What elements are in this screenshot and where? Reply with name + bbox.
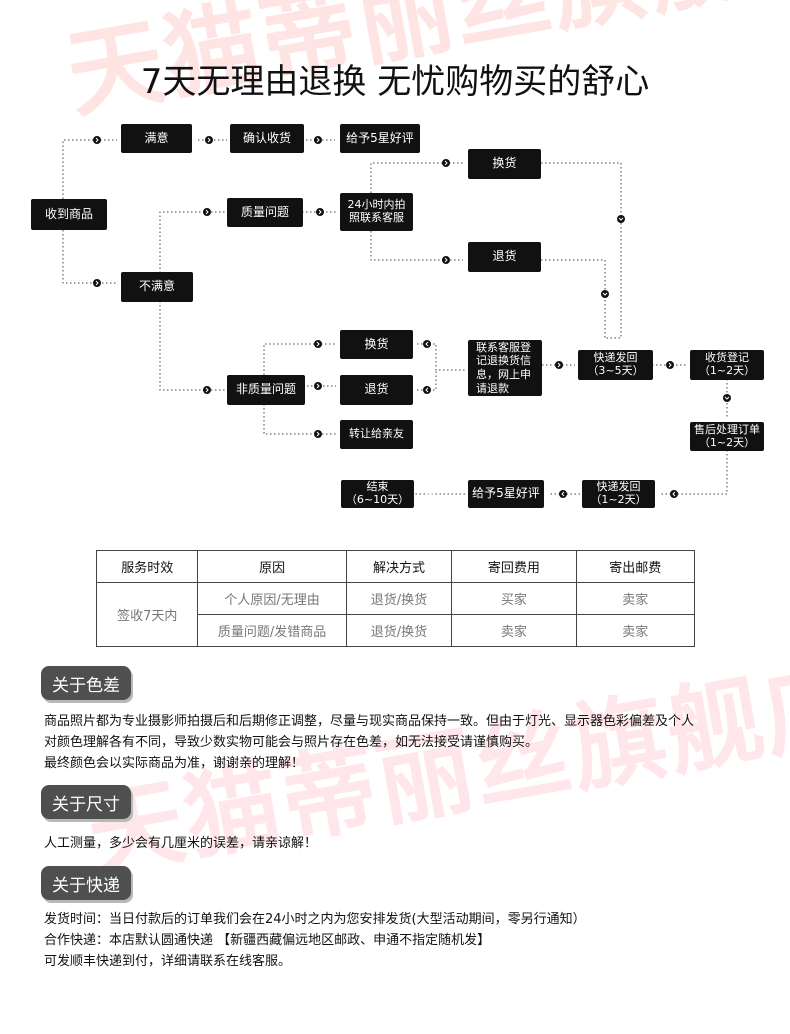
section-badge-shipping: 关于快递 (41, 866, 131, 900)
arrow-dot-icon (205, 136, 213, 144)
connector-dissatisfied-quality (159, 211, 225, 273)
table-cell-return-fee: 卖家 (451, 614, 577, 647)
node-exchange-top: 换货 (468, 149, 541, 179)
shipping-description-line: 合作快递：本店默认圆通快递 【新疆西藏偏远地区邮政、申通不指定随机发】 (44, 933, 491, 949)
color-description: 商品照片都为专业摄影师拍摄后和后期修正调整，尽量与现实商品保持一致。但由于灯光、… (44, 711, 754, 774)
node-after-sale-order: 售后处理订单 （1~2天） (690, 422, 764, 451)
arrow-dot-icon (670, 490, 678, 498)
arrow-dot-icon (423, 386, 431, 394)
arrow-dot-icon (314, 430, 322, 438)
table-header-return-fee: 寄回费用 (451, 550, 577, 583)
node-five-star-bottom: 给予5星好评 (468, 480, 544, 508)
shipping-description-line: 可发顺丰快递到付，详细请联系在线客服。 (44, 954, 292, 970)
connector-contact-return-top (370, 231, 463, 261)
node-non-quality-issue: 非质量问题 (227, 375, 305, 405)
arrow-dot-icon (723, 394, 731, 402)
arrow-dot-icon (601, 290, 609, 298)
arrow-dot-icon (93, 279, 101, 287)
color-description-line: 对颜色理解各有不同，导致少数实物可能会与照片存在色差，如无法接受请谨慎购买。 (44, 735, 539, 751)
connector-receive-satisfied (62, 139, 117, 199)
arrow-dot-icon (314, 136, 322, 144)
node-return-mid: 退货 (340, 375, 413, 405)
node-satisfied: 满意 (121, 124, 192, 153)
table-row: 签收7天内 个人原因/无理由 退货/换货 买家 卖家 (95, 582, 696, 647)
arrow-dot-icon (203, 208, 211, 216)
table-header-reason: 原因 (197, 550, 347, 583)
table-cell-shipping-fee: 卖家 (575, 614, 696, 647)
arrow-dot-icon (314, 382, 322, 390)
shipping-description-line: 发货时间：当日付款后的订单我们会在24小时之内为您安排发货(大型活动期间，零另行… (44, 912, 586, 927)
table-cell-solution: 退货/换货 (345, 582, 453, 615)
table-row: 质量问题/发错商品 退货/换货 卖家 卖家 (97, 614, 696, 647)
arrow-dot-icon (423, 340, 431, 348)
color-description-line: 商品照片都为专业摄影师拍摄后和后期修正调整，尽量与现实商品保持一致。但由于灯光、… (44, 714, 695, 729)
section-badge-color: 关于色差 (41, 666, 131, 700)
table-cell-solution: 退货/换货 (345, 614, 453, 647)
arrow-dot-icon (666, 361, 674, 369)
arrow-dot-icon (93, 136, 101, 144)
node-quality-issue: 质量问题 (227, 198, 303, 227)
arrow-dot-icon (442, 256, 450, 264)
connector-nonquality-exchange-mid (263, 343, 337, 375)
size-description-line: 人工测量，多少会有几厘米的误差，请亲谅解！ (44, 836, 318, 851)
node-receipt-register: 收货登记 （1~2天） (690, 350, 764, 380)
arrow-dot-icon (314, 340, 322, 348)
table-header-service-time: 服务时效 (95, 550, 199, 583)
section-badge-size: 关于尺寸 (41, 785, 131, 819)
table-cell-shipping-fee: 卖家 (575, 582, 696, 615)
size-description: 人工测量，多少会有几厘米的误差，请亲谅解！ (44, 833, 754, 854)
arrow-dot-icon (316, 208, 324, 216)
arrow-dot-icon (559, 490, 567, 498)
table-cell-service-time: 签收7天内 (95, 582, 199, 647)
node-express-1-2: 快递发回 （1~2天） (582, 480, 655, 508)
node-end: 结束 （6~10天） (341, 480, 414, 508)
node-register-service: 联系客服登 记退换货信 息，网上申 请退款 (468, 340, 542, 396)
node-contact-service: 24小时内拍 照联系客服 (340, 193, 413, 231)
node-receive-product: 收到商品 (31, 199, 107, 230)
node-five-star-top: 给予5星好评 (340, 124, 420, 153)
arrow-dot-icon (555, 361, 563, 369)
shipping-description: 发货时间：当日付款后的订单我们会在24小时之内为您安排发货(大型活动期间，零另行… (44, 909, 754, 972)
node-return-top: 退货 (468, 242, 541, 272)
service-table: 服务时效 原因 解决方式 寄回费用 寄出邮费 签收7天内 个人原因/无理由 退货… (95, 550, 696, 647)
table-header-shipping-fee: 寄出邮费 (575, 550, 696, 583)
arrow-dot-icon (442, 159, 450, 167)
arrow-dot-icon (203, 386, 211, 394)
connector-contact-exchange-top (370, 162, 463, 193)
connector-dissatisfied-nonquality (159, 301, 225, 391)
table-cell-reason: 个人原因/无理由 (197, 582, 347, 615)
node-exchange-mid: 换货 (340, 330, 413, 359)
table-cell-return-fee: 买家 (451, 582, 577, 615)
node-transfer-friend: 转让给亲友 (340, 420, 413, 449)
connector-nonquality-transfer (263, 404, 337, 435)
connector-exchange-mid-register (417, 343, 465, 371)
color-description-line: 最终颜色会以实际商品为准，谢谢亲的理解！ (44, 756, 305, 772)
connector-return-top-down (541, 259, 606, 338)
table-header-solution: 解决方式 (345, 550, 453, 583)
node-dissatisfied: 不满意 (121, 272, 193, 302)
service-table-wrap: 服务时效 原因 解决方式 寄回费用 寄出邮费 签收7天内 个人原因/无理由 退货… (95, 550, 696, 647)
table-header-row: 服务时效 原因 解决方式 寄回费用 寄出邮费 (95, 550, 696, 583)
node-confirm-receipt: 确认收货 (230, 124, 304, 153)
connector-exchange-top-down (541, 162, 622, 339)
arrow-dot-icon (617, 215, 625, 223)
connector-receive-dissatisfied (62, 230, 117, 284)
page-title: 7天无理由退换 无忧购物买的舒心 (140, 62, 650, 102)
table-cell-reason: 质量问题/发错商品 (197, 614, 347, 647)
connector-after-express12 (659, 450, 728, 495)
connector-return-mid-register (417, 370, 437, 391)
node-express-3-5: 快递发回 （3~5天） (578, 350, 653, 380)
